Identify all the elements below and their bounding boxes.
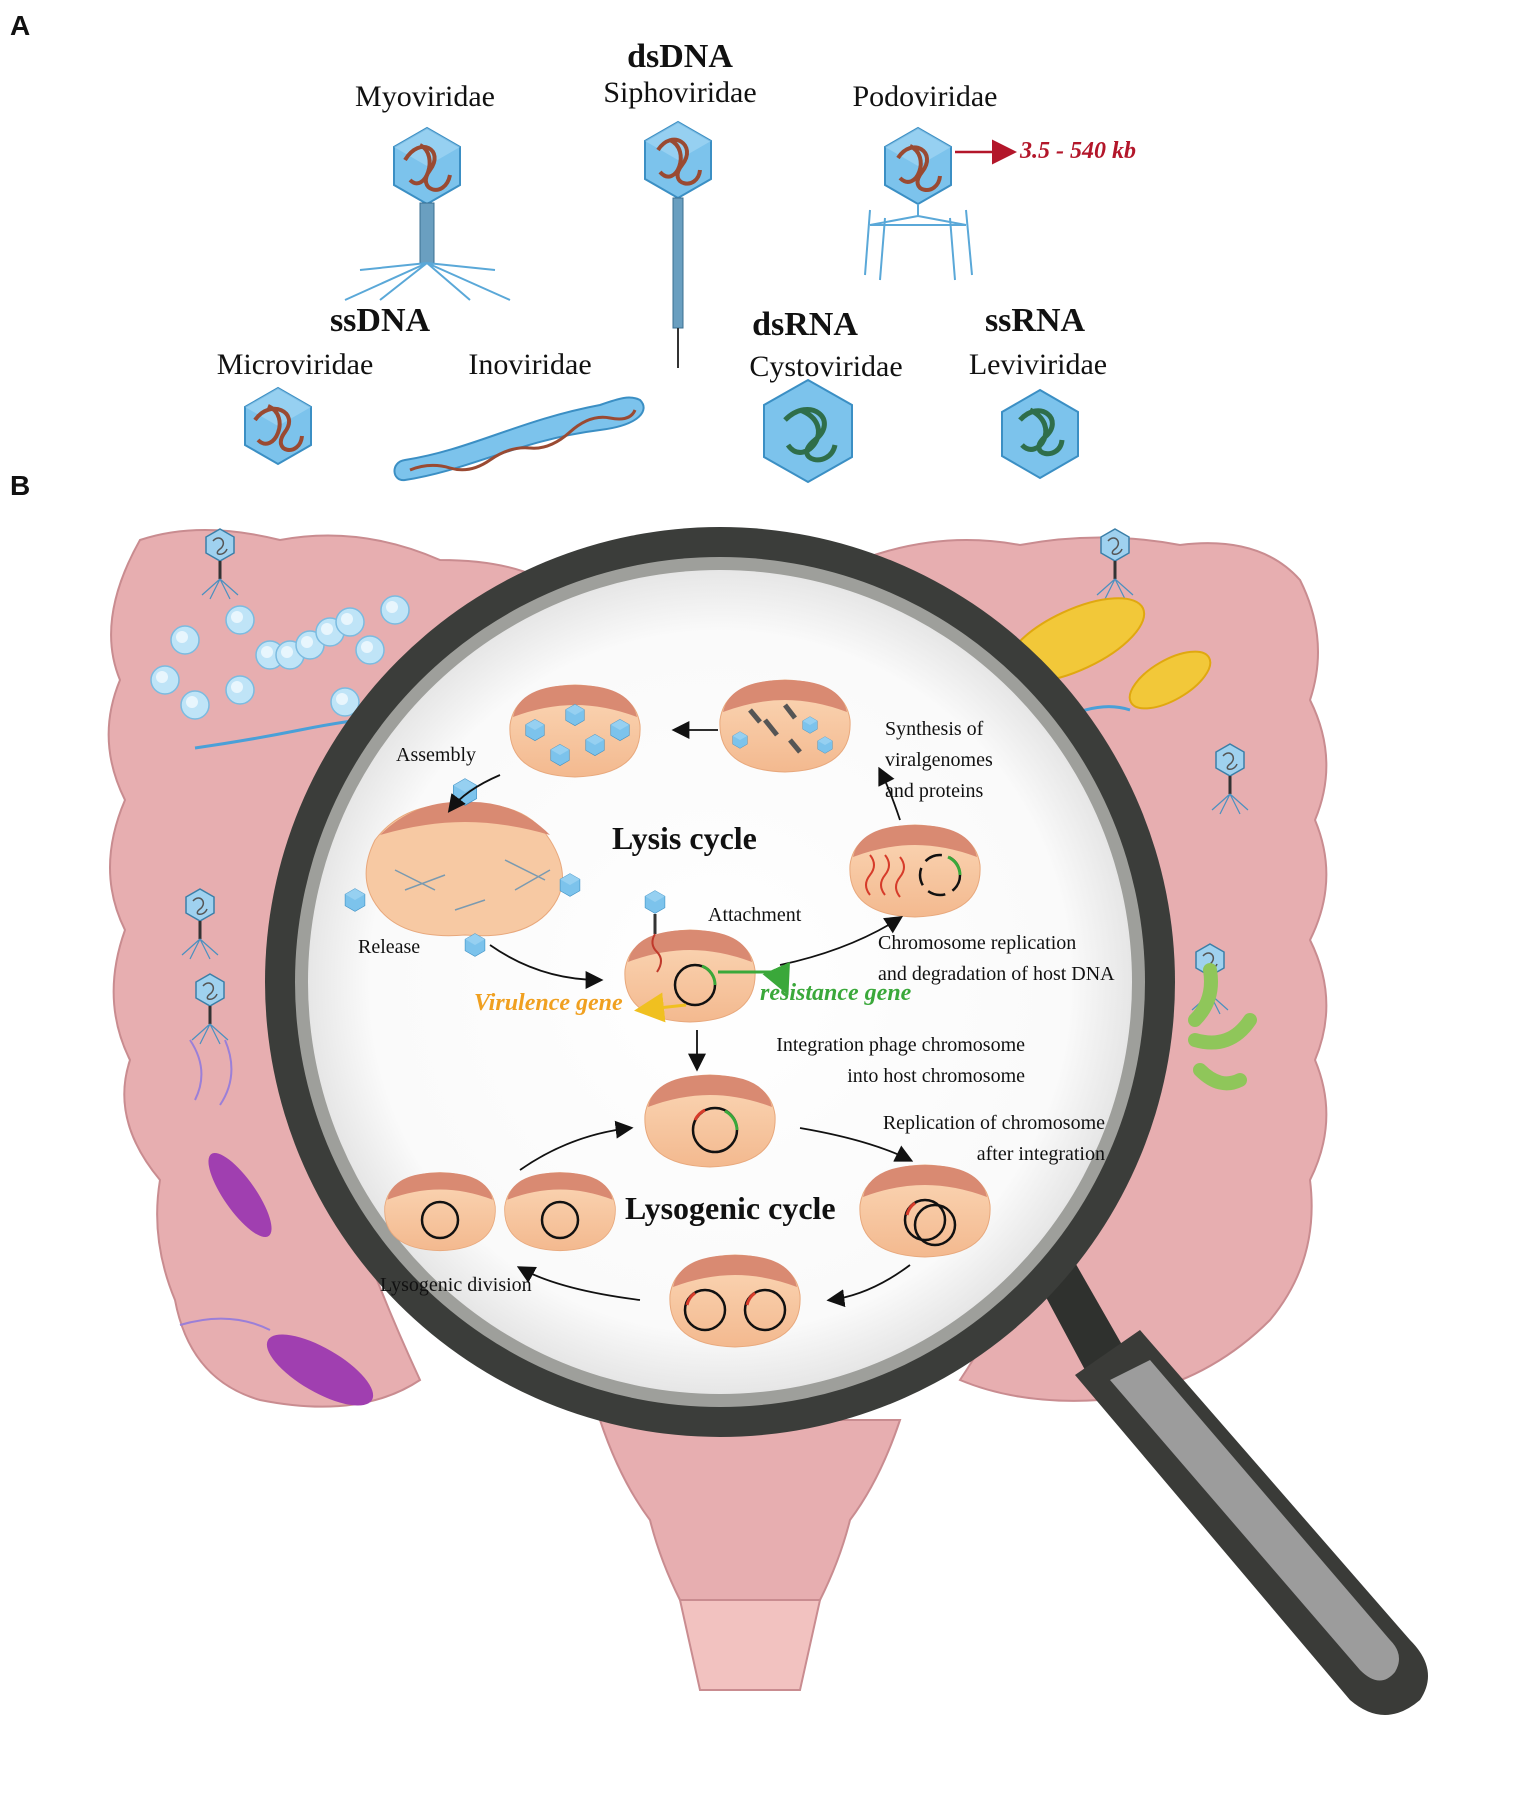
step-replication-after-line-2: after integration [976, 1143, 1105, 1165]
lysis-cycle-title: Lysis cycle [612, 820, 757, 856]
cycle-arrows [447, 721, 914, 1308]
gut-microbes-left [150, 527, 412, 1406]
leviviridae-phage [1001, 388, 1079, 480]
myoviridae-phage [344, 127, 511, 301]
step-synthesis: Synthesis of viralgenomes and proteins [885, 714, 993, 807]
genome-type-ssrna: ssRNA [984, 302, 1086, 339]
step-synthesis-line-1: Synthesis of [885, 718, 984, 740]
resistance-gene-label: resistance gene [760, 980, 912, 1006]
step-replication-after-line-1: Replication of chromosome [882, 1112, 1105, 1134]
microviridae-phage [244, 387, 312, 465]
family-cystoviridae: Cystoviridae [749, 350, 903, 383]
resistance-arrow [718, 961, 790, 996]
step-chromosome-replication: Chromosome replication and degradation o… [878, 928, 1115, 990]
step-synthesis-line-3: and proteins [885, 780, 984, 802]
step-replication-after: Replication of chromosome after integrat… [780, 1108, 1105, 1170]
virulence-arrow [634, 992, 687, 1023]
step-release: Release [358, 936, 421, 958]
family-microviridae: Microviridae [216, 348, 374, 381]
family-leviviridae: Leviviridae [968, 348, 1108, 381]
family-podoviridae: Podoviridae [852, 80, 998, 113]
genome-size-label: 3.5 - 540 kb [1020, 138, 1136, 164]
family-inoviridae: Inoviridae [468, 348, 592, 381]
step-integration: Integration phage chromosome into host c… [705, 1030, 1025, 1092]
genome-type-dsdna: dsDNA [627, 38, 733, 75]
step-integration-line-2: into host chromosome [847, 1065, 1025, 1087]
lysogenic-cycle-title: Lysogenic cycle [625, 1190, 836, 1226]
step-chromosome-replication-line-2: and degradation of host DNA [878, 963, 1115, 985]
lysis-cycle-cells [344, 679, 981, 1023]
step-synthesis-line-2: viralgenomes [885, 749, 993, 771]
step-lysogenic-division: Lysogenic division [380, 1274, 532, 1296]
inoviridae-phage [393, 396, 645, 482]
step-integration-line-1: Integration phage chromosome [776, 1034, 1025, 1056]
release-cell [344, 778, 581, 957]
genome-type-ssdna: ssDNA [329, 302, 431, 339]
lysogenic-cycle-cells [384, 1074, 991, 1348]
family-myoviridae: Myoviridae [355, 80, 495, 113]
genome-type-dsrna: dsRNA [752, 306, 858, 343]
step-chromosome-replication-line-1: Chromosome replication [878, 932, 1077, 954]
siphoviridae-phage [644, 121, 712, 368]
step-assembly: Assembly [396, 744, 476, 766]
panel-label-b: B [10, 470, 31, 501]
step-attachment: Attachment [708, 904, 802, 926]
cystoviridae-phage [763, 378, 853, 484]
podoviridae-phage [864, 127, 1017, 281]
family-siphoviridae: Siphoviridae [603, 76, 757, 109]
panel-label-a: A [10, 10, 31, 41]
virulence-gene-label: Virulence gene [474, 990, 623, 1016]
